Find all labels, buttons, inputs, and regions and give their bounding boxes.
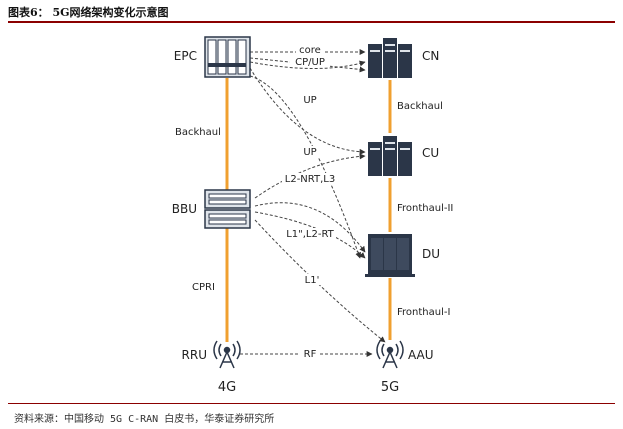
cn-server-icon <box>368 38 412 78</box>
figure-title: 图表6： 5G网络架构变化示意图 <box>8 6 169 19</box>
rru-antenna-icon <box>213 340 241 369</box>
column-label-5g: 5G <box>381 380 399 395</box>
edge-l1pp-l2-rt <box>254 202 366 253</box>
node-label-aau: AAU <box>408 348 434 362</box>
edge-up-2 <box>249 75 362 259</box>
link-label-left-backhaul: Backhaul <box>175 127 221 138</box>
edge-label-up-1: UP <box>303 95 316 106</box>
epc-device-icon <box>204 36 251 78</box>
top-rule <box>8 21 615 23</box>
link-label-fronthaul-2: Fronthaul-II <box>397 203 453 214</box>
link-label-fronthaul-1: Fronthaul-I <box>397 307 450 318</box>
node-label-epc: EPC <box>174 49 197 63</box>
label-bg <box>300 348 320 359</box>
source-note: 资料来源：中国移动 5G C-RAN 白皮书，华泰证券研究所 <box>14 414 275 425</box>
edge-l2-nrt-l3 <box>254 153 366 199</box>
edge-label-up-2: UP <box>303 147 316 158</box>
edge-l1p <box>254 219 386 343</box>
label-bg <box>300 146 320 157</box>
edge-label-l2-nrt-l3: L2-NRT,L3 <box>285 174 335 185</box>
label-bg <box>290 56 330 67</box>
edge-label-l1p: L1' <box>305 275 320 286</box>
label-bg <box>296 44 324 55</box>
node-label-cn: CN <box>422 49 439 63</box>
edge-cp-up <box>249 57 366 73</box>
label-bg <box>300 94 320 105</box>
edge-label-core: core <box>299 45 321 56</box>
label-bg <box>303 274 321 285</box>
aau-antenna-icon <box>376 340 404 369</box>
node-label-du: DU <box>422 247 440 261</box>
edge-label-rf: RF <box>304 349 317 360</box>
cu-server-icon <box>368 136 412 176</box>
bottom-rule <box>8 403 615 404</box>
edge-label-cp-up: CP/UP <box>295 57 325 68</box>
edge-label-l1pp-l2-rt: L1",L2-RT <box>286 229 334 240</box>
column-label-4g: 4G <box>218 380 236 395</box>
link-label-right-backhaul: Backhaul <box>397 101 443 112</box>
du-cabinet-icon <box>365 234 415 277</box>
node-label-rru: RRU <box>182 348 207 362</box>
link-label-cpri: CPRI <box>192 282 215 293</box>
label-bg <box>282 173 338 184</box>
bbu-device-icon <box>204 189 251 229</box>
edge-up-1 <box>249 67 366 155</box>
node-label-cu: CU <box>422 146 439 160</box>
label-bg <box>284 228 336 239</box>
node-label-bbu: BBU <box>172 202 197 216</box>
edge-cn-2 <box>249 60 366 69</box>
